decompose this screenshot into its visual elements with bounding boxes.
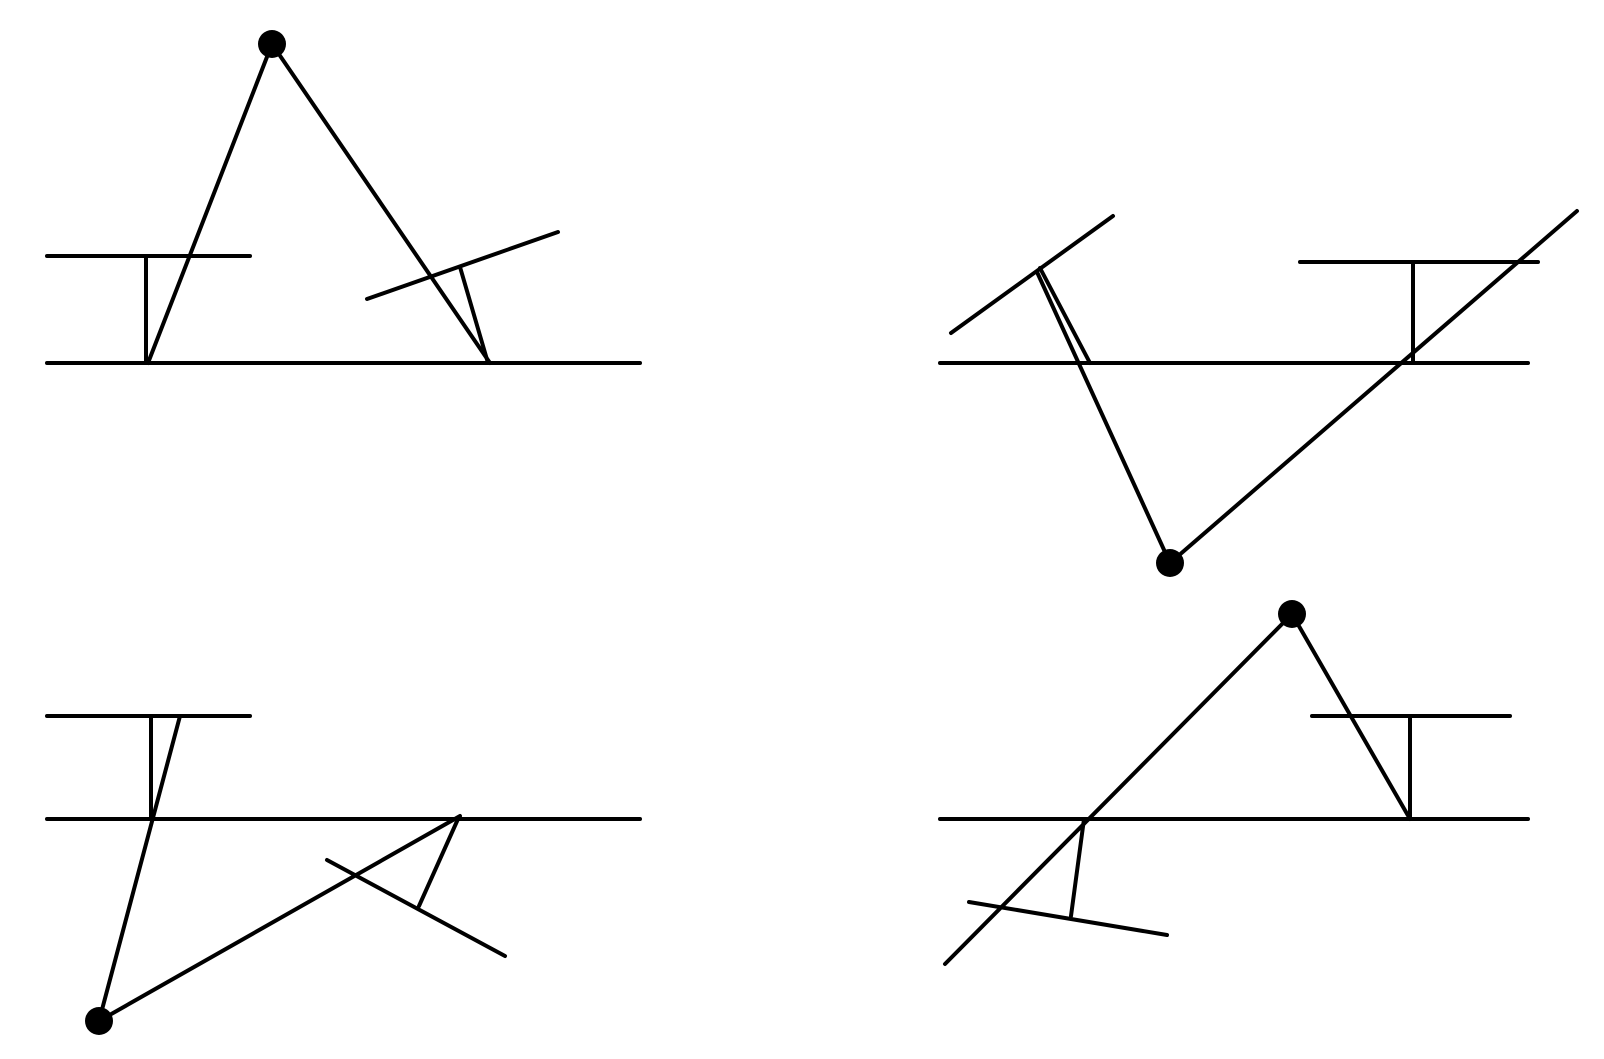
ray-left — [97, 714, 182, 1023]
point-dot — [85, 1007, 113, 1035]
panel-top-right — [938, 209, 1579, 577]
point-dot — [258, 30, 286, 58]
ray-right — [1168, 209, 1579, 565]
ray-left — [1035, 270, 1172, 565]
perpendicular-connector — [1069, 817, 1086, 918]
ray-left — [943, 612, 1294, 966]
tilted-line — [365, 230, 560, 301]
ray-left — [146, 42, 274, 365]
panel-bottom-left — [45, 714, 642, 1035]
ray-right — [97, 814, 462, 1023]
perpendicular-connector — [458, 265, 490, 365]
point-dot — [1156, 549, 1184, 577]
point-dot — [1278, 600, 1306, 628]
tilted-line — [949, 214, 1115, 335]
ray-right — [270, 42, 492, 365]
panel-bottom-right — [938, 600, 1530, 966]
perpendicular-connector — [417, 817, 460, 908]
panel-top-left — [45, 30, 642, 365]
ray-right — [1290, 612, 1412, 821]
perpendicular-connector — [1038, 266, 1092, 365]
